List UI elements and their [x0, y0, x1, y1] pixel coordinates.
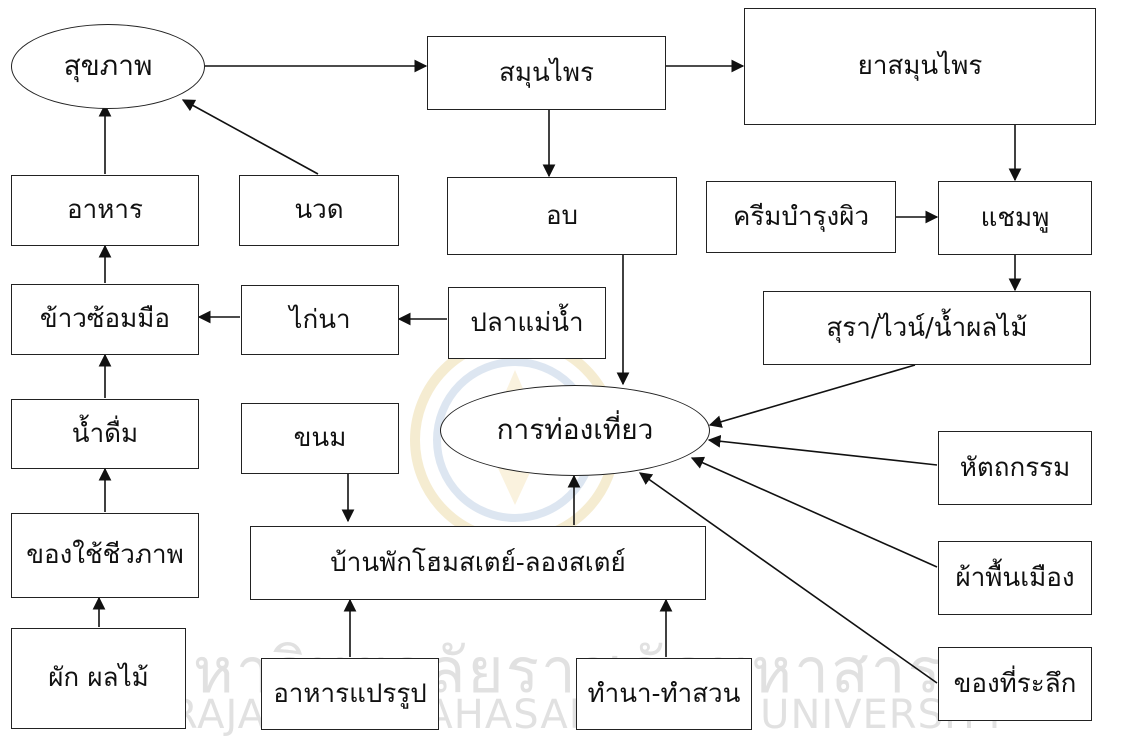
node-daily-goods: ของใช้ชีวภาพ	[11, 513, 199, 598]
node-souvenir: ของที่ระลึก	[938, 647, 1092, 721]
node-herbal-medicine: ยาสมุนไพร	[744, 8, 1096, 125]
node-homestay: บ้านพักโฮมสเตย์-ลองสเตย์	[250, 526, 706, 600]
node-herbs: สมุนไพร	[427, 36, 666, 110]
node-dessert: ขนม	[241, 403, 399, 474]
node-drinking-water: น้ำดื่ม	[11, 399, 199, 469]
node-skin-cream: ครีมบำรุงผิว	[706, 181, 896, 253]
edge-souvenir-tourism	[638, 472, 938, 684]
node-river-fish: ปลาแม่น้ำ	[448, 287, 606, 359]
edge-local-fabric-tourism	[690, 456, 938, 568]
edge-liquor-tourism	[708, 364, 916, 428]
edge-handicraft-tourism	[707, 434, 938, 466]
node-handicraft: หัตถกรรม	[938, 431, 1092, 505]
node-farming: ทำนา-ทำสวน	[576, 658, 752, 730]
node-shampoo: แชมพู	[938, 181, 1092, 255]
node-health: สุขภาพ	[11, 24, 205, 109]
node-field-chicken: ไก่นา	[241, 285, 399, 355]
node-liquor: สุรา/ไวน์/น้ำผลไม้	[763, 291, 1091, 365]
node-steam: อบ	[447, 177, 677, 255]
node-massage: นวด	[239, 175, 399, 246]
node-food: อาหาร	[11, 175, 199, 246]
node-local-fabric: ผ้าพื้นเมือง	[938, 541, 1092, 615]
node-rice: ข้าวซ้อมมือ	[11, 284, 199, 355]
edge-massage-health	[181, 99, 319, 175]
node-vegetables: ผัก ผลไม้	[11, 628, 186, 729]
node-processed-food: อาหารแปรรูป	[261, 658, 439, 730]
node-tourism: การท่องเที่ยว	[440, 385, 710, 476]
